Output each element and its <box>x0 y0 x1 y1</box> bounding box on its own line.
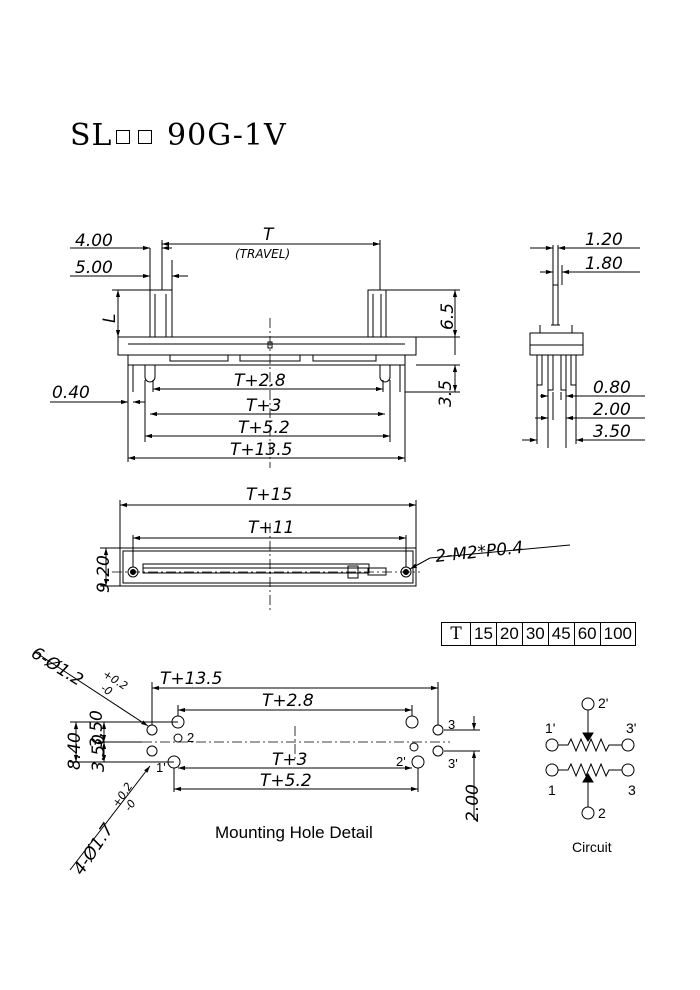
dim-travel-t: T <box>263 225 275 245</box>
drawing-title: SL 90G-1V <box>70 118 287 153</box>
mount-pin-3p: 3' <box>448 756 458 771</box>
dim-1-80: 1.80 <box>585 254 623 274</box>
end-body <box>529 332 584 356</box>
travel-value: 45 <box>547 622 575 646</box>
mounting-hole-detail <box>34 651 480 871</box>
dim-2-00: 2.00 <box>593 400 631 420</box>
circuit-label-3p: 3' <box>626 720 636 736</box>
dim-t-5-2: T+5.2 <box>238 418 290 438</box>
lever-post-right <box>367 289 387 338</box>
small-hole-spec: 6-Ø1.2 <box>27 643 86 690</box>
dim-t-3: T+3 <box>246 396 281 416</box>
mount-dim-t-13-5: T+13.5 <box>160 669 222 689</box>
circuit-label-1: 1 <box>548 782 556 798</box>
travel-value: 100 <box>599 622 636 646</box>
base-plate <box>127 355 406 366</box>
circuit-caption: Circuit <box>572 839 612 855</box>
travel-table: T 15 20 30 45 60 100 <box>441 622 636 646</box>
circuit-label-2: 2 <box>598 805 606 821</box>
hole-large <box>405 715 419 729</box>
dim-0-80: 0.80 <box>593 378 631 398</box>
hole-small <box>173 733 183 743</box>
title-suffix: 90G-1V <box>167 118 287 153</box>
mount-dim-t-5-2: T+5.2 <box>260 771 312 791</box>
right-lug <box>379 365 391 383</box>
title-prefix: SL <box>70 118 113 153</box>
slider-body-outline <box>117 336 417 356</box>
mount-dim-2-00: 2.00 <box>463 784 483 822</box>
mount-pin-3: 3 <box>448 717 455 732</box>
circuit-pin-2p <box>581 697 595 711</box>
circuit-pin-1 <box>545 763 559 777</box>
dim-travel-label: (TRAVEL) <box>235 247 290 261</box>
dim-l: L <box>100 314 120 323</box>
hole-small <box>146 724 158 736</box>
thread-spec: 2-M2*P0.4 <box>434 538 524 567</box>
mount-pin-2: 2 <box>187 730 194 745</box>
travel-table-header: T <box>441 622 471 646</box>
mounting-hole-detail-label: Mounting Hole Detail <box>215 823 373 842</box>
lever-post-left <box>149 289 173 338</box>
dim-4-00: 4.00 <box>75 231 113 251</box>
end-view <box>522 245 645 448</box>
title-placeholder-box <box>138 130 153 144</box>
circuit-label-2p: 2' <box>598 695 608 711</box>
circuit-pin-3 <box>621 763 635 777</box>
side-view <box>50 240 460 468</box>
dim-t-13-5: T+13.5 <box>230 440 292 460</box>
dim-t-11: T+11 <box>248 518 294 538</box>
circuit-pin-1p <box>545 738 559 752</box>
mount-dim-3-50-a: 3.50 <box>87 710 107 748</box>
mount-dim-t-3: T+3 <box>272 750 307 770</box>
hole-large <box>411 755 425 769</box>
dim-0-40: 0.40 <box>52 383 90 403</box>
circuit-pin-2 <box>581 806 595 820</box>
dim-5-00: 5.00 <box>75 258 113 278</box>
title-placeholder-box <box>116 130 131 144</box>
hole-small <box>432 724 444 736</box>
mount-dim-t-2-8: T+2.8 <box>262 691 314 711</box>
resistor-lower <box>558 762 622 778</box>
top-frame <box>119 547 417 587</box>
large-hole-spec: 4-Ø1.7 <box>70 820 119 879</box>
dim-1-20: 1.20 <box>585 230 623 250</box>
dim-6-5: 6.5 <box>438 303 458 330</box>
dim-9-20: 9.20 <box>94 555 114 593</box>
dim-3-5: 3.5 <box>436 380 456 407</box>
hole-small <box>409 742 419 752</box>
travel-value: 15 <box>470 622 497 646</box>
circuit-schematic <box>545 697 635 820</box>
dim-t-15: T+15 <box>246 485 292 505</box>
mount-dim-3-50-b: 3.50 <box>89 734 109 772</box>
left-lug <box>144 365 156 383</box>
circuit-label-3: 3 <box>628 782 636 798</box>
resistor-upper <box>558 737 622 753</box>
hole-small <box>432 745 444 757</box>
circuit-pin-3p <box>621 738 635 752</box>
travel-value: 60 <box>573 622 601 646</box>
mount-pin-1p: 1' <box>156 760 166 775</box>
end-lever <box>552 284 559 326</box>
travel-value: 30 <box>521 622 549 646</box>
top-view <box>100 500 571 612</box>
mount-pin-2p: 2' <box>396 754 406 769</box>
mount-dim-8-40: 8.40 <box>65 732 85 770</box>
travel-value: 20 <box>495 622 523 646</box>
circuit-label-1p: 1' <box>545 720 555 736</box>
dim-t-2-8: T+2.8 <box>234 371 286 391</box>
dim-3-50: 3.50 <box>593 422 631 442</box>
hole-small <box>146 745 158 757</box>
